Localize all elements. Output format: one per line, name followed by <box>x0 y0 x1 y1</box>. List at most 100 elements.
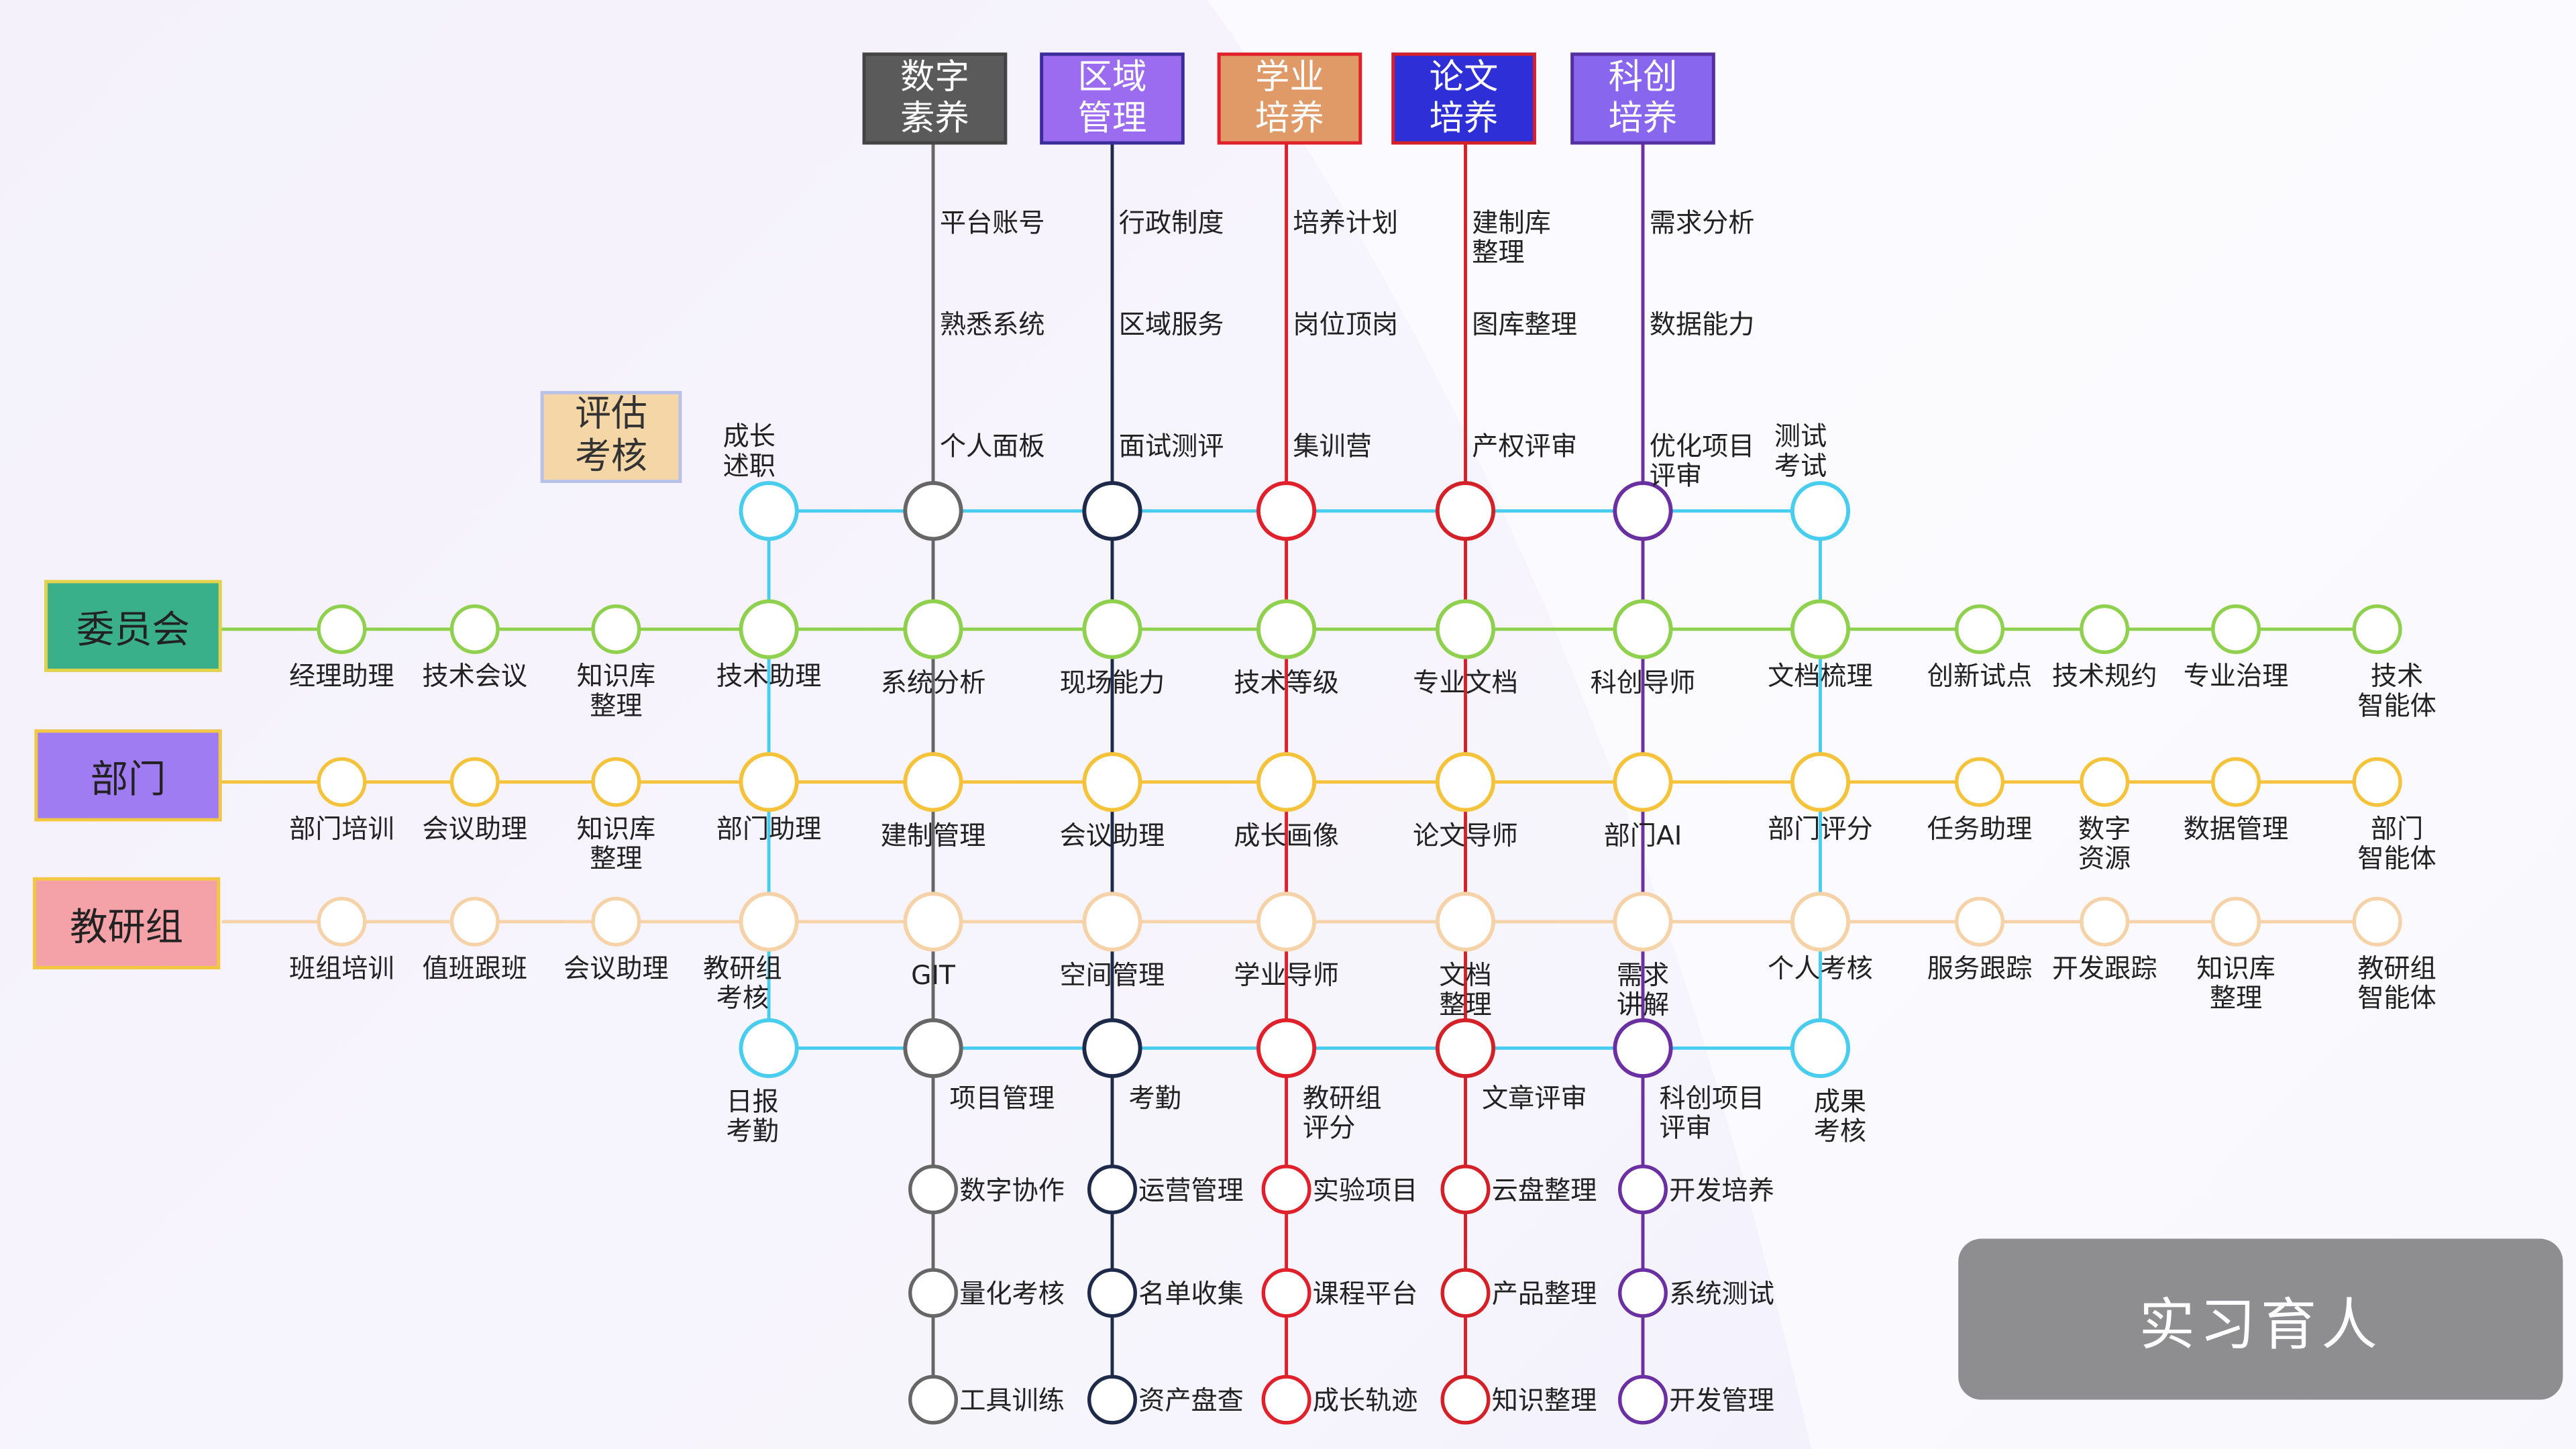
column-lower-label-paper-0: 云盘整理 <box>1492 1176 1597 1206</box>
row-station-committee-post-2 <box>2211 604 2261 654</box>
column-lower-label-digital-2: 工具训练 <box>959 1386 1065 1416</box>
column-box-study: 学业 培养 <box>1217 52 1362 145</box>
column-lower-label-digital-1: 量化考核 <box>959 1279 1065 1309</box>
row-station-dept-post-0 <box>1955 757 2005 807</box>
column-station-digital-r3 <box>903 892 963 952</box>
row-station-label-committee-post-0: 创新试点 <box>1927 661 2033 692</box>
eval-station-right-top <box>1790 481 1851 541</box>
row-station-label-research-post-0: 服务跟踪 <box>1927 954 2033 984</box>
row-station-research-pre-1 <box>449 896 500 947</box>
row-station-committee-post-3 <box>2352 604 2402 654</box>
eval-station-label-left-bottom: 日报考勤 <box>726 1087 778 1147</box>
row-station-committee-pre-2 <box>591 604 641 654</box>
column-station-study-top <box>1256 481 1317 541</box>
row-station-dept-post-1 <box>2080 757 2130 807</box>
row-station-label-research-pre-1: 值班跟班 <box>422 954 527 984</box>
column-station-label-digital-r1: 系统分析 <box>881 668 986 698</box>
row-station-label-dept-post-2: 数据管理 <box>2184 814 2289 845</box>
column-station-label-region-bottom: 考勤 <box>1128 1084 1181 1114</box>
column-upper-label-study-1: 岗位顶岗 <box>1293 310 1398 340</box>
row-station-committee-post-0 <box>1955 604 2005 654</box>
column-station-label-digital-bottom: 项目管理 <box>950 1084 1055 1114</box>
column-upper-label-region-2: 面试测评 <box>1119 431 1224 462</box>
row-station-label-committee-pre-2: 知识库整理 <box>577 661 656 721</box>
column-station-innov-top <box>1613 481 1673 541</box>
column-station-digital-r1 <box>903 599 963 659</box>
column-upper-label-paper-1: 图库整理 <box>1472 310 1577 340</box>
row-station-label-dept-post-3: 部门智能体 <box>2357 814 2436 874</box>
column-upper-label-digital-2: 个人面板 <box>940 431 1045 462</box>
column-station-paper-r2 <box>1435 752 1496 812</box>
row-station-label-committee-pre-0: 经理助理 <box>289 661 394 692</box>
column-upper-label-region-1: 区域服务 <box>1119 310 1224 340</box>
column-lower-station-region-2 <box>1087 1375 1137 1425</box>
column-upper-label-innov-0: 需求分析 <box>1650 208 1755 238</box>
column-station-paper-bottom <box>1435 1018 1496 1079</box>
column-lower-station-study-0 <box>1261 1165 1311 1215</box>
eval-station-label-left-r3: 教研组考核 <box>703 954 782 1014</box>
row-station-label-research-post-1: 开发跟踪 <box>2052 954 2157 984</box>
column-station-paper-top <box>1435 481 1496 541</box>
eval-station-left-r2 <box>739 752 799 812</box>
column-station-digital-bottom <box>903 1018 963 1079</box>
column-station-innov-r1 <box>1613 599 1673 659</box>
column-station-label-paper-r2: 论文导师 <box>1413 821 1518 851</box>
column-station-label-study-bottom: 教研组评分 <box>1303 1084 1382 1144</box>
column-lower-label-innov-2: 开发管理 <box>1669 1386 1774 1416</box>
column-upper-label-region-0: 行政制度 <box>1119 208 1224 238</box>
banner: 实习育人 <box>1958 1238 2563 1400</box>
row-station-research-pre-2 <box>591 896 641 947</box>
eval-station-label-right-r2: 部门评分 <box>1768 814 1873 845</box>
column-lower-label-innov-0: 开发培养 <box>1669 1176 1774 1206</box>
column-box-innov: 科创 培养 <box>1570 52 1715 145</box>
row-station-label-dept-pre-2: 知识库整理 <box>577 814 656 874</box>
column-station-study-r1 <box>1256 599 1317 659</box>
row-box-dept: 部门 <box>34 729 222 822</box>
column-station-label-study-r1: 技术等级 <box>1234 668 1339 698</box>
column-lower-station-innov-2 <box>1618 1375 1668 1425</box>
column-station-digital-top <box>903 481 963 541</box>
column-station-region-r1 <box>1082 599 1142 659</box>
column-station-label-region-r1: 现场能力 <box>1060 668 1165 698</box>
column-station-label-innov-r3: 需求讲解 <box>1617 961 1669 1020</box>
eval-station-right-r3 <box>1790 892 1851 952</box>
column-lower-label-region-0: 运营管理 <box>1138 1176 1244 1206</box>
eval-station-right-r2 <box>1790 752 1851 812</box>
eval-station-label-left-r1: 技术助理 <box>716 661 822 692</box>
row-box-committee: 委员会 <box>44 580 222 672</box>
row-box-research: 教研组 <box>32 877 221 969</box>
row-station-dept-pre-2 <box>591 757 641 807</box>
row-station-label-dept-post-0: 任务助理 <box>1927 814 2033 845</box>
eval-box: 评估 考核 <box>540 390 682 484</box>
column-lower-station-innov-0 <box>1618 1165 1668 1215</box>
eval-station-label-right-r1: 文档梳理 <box>1768 661 1873 692</box>
row-station-dept-post-3 <box>2352 757 2402 807</box>
column-lower-label-innov-1: 系统测试 <box>1669 1279 1774 1309</box>
column-lower-station-innov-1 <box>1618 1268 1668 1318</box>
column-station-label-study-r3: 学业导师 <box>1234 961 1339 991</box>
row-station-label-research-pre-0: 班组培训 <box>289 954 394 984</box>
column-upper-label-digital-1: 熟悉系统 <box>940 310 1045 340</box>
column-box-digital: 数字 素养 <box>862 52 1008 145</box>
column-upper-label-innov-2: 优化项目评审 <box>1650 431 1755 491</box>
row-station-label-committee-post-3: 技术智能体 <box>2357 661 2436 721</box>
column-station-region-r2 <box>1082 752 1142 812</box>
column-upper-label-innov-1: 数据能力 <box>1650 310 1755 340</box>
column-box-region: 区域 管理 <box>1040 52 1185 145</box>
row-station-label-dept-post-1: 数字资源 <box>2078 814 2131 874</box>
column-station-label-paper-bottom: 文章评审 <box>1482 1084 1587 1114</box>
column-station-label-digital-r2: 建制管理 <box>881 821 986 851</box>
column-lower-label-paper-1: 产品整理 <box>1492 1279 1597 1309</box>
column-upper-label-paper-0: 建制库整理 <box>1472 208 1551 268</box>
column-station-innov-r2 <box>1613 752 1673 812</box>
row-station-dept-pre-0 <box>317 757 367 807</box>
column-lower-station-paper-0 <box>1440 1165 1491 1215</box>
column-station-label-innov-r1: 科创导师 <box>1591 668 1696 698</box>
column-station-innov-bottom <box>1613 1018 1673 1079</box>
column-station-label-region-r3: 空间管理 <box>1060 961 1165 991</box>
column-station-label-paper-r3: 文档整理 <box>1439 961 1491 1020</box>
column-lower-label-paper-2: 知识整理 <box>1492 1386 1597 1416</box>
column-upper-label-study-0: 培养计划 <box>1293 208 1398 238</box>
column-station-region-r3 <box>1082 892 1142 952</box>
column-lower-station-digital-1 <box>908 1268 959 1318</box>
